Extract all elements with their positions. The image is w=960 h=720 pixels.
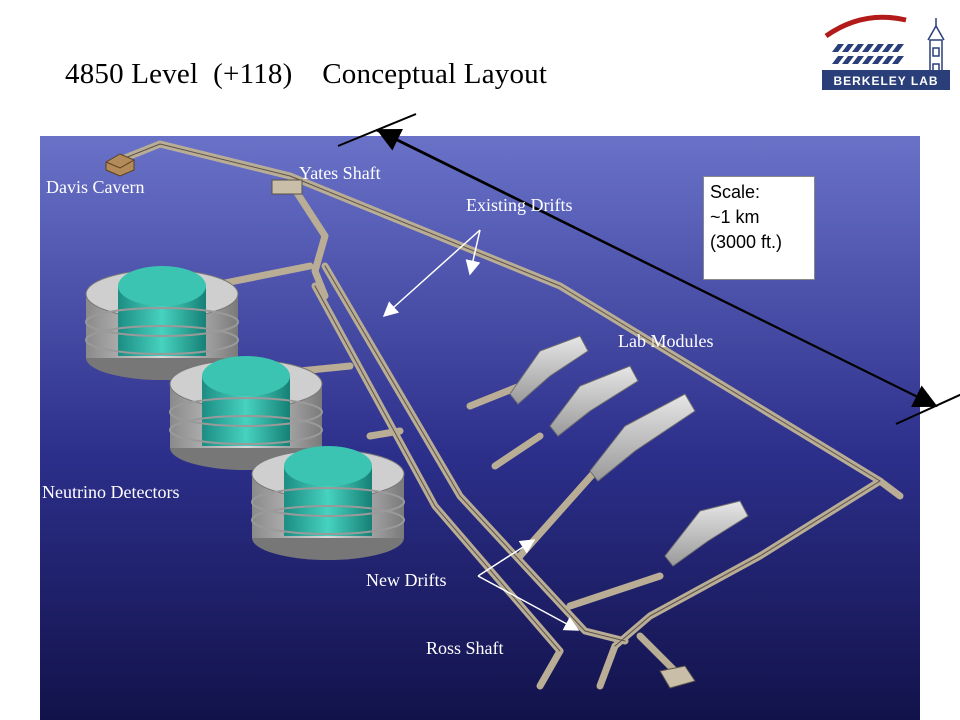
scale-line-2: ~1 km — [710, 207, 760, 227]
yates-shaft-structure — [271, 179, 303, 195]
svg-text:BERKELEY LAB: BERKELEY LAB — [833, 74, 938, 88]
label-existing-drifts: Existing Drifts — [466, 195, 573, 215]
davis-cavern-structure — [105, 153, 135, 177]
scale-line-1: Scale: — [710, 182, 761, 202]
label-ross-shaft: Ross Shaft — [426, 638, 504, 658]
neutrino-detector-tank — [251, 446, 405, 560]
lab-module — [664, 500, 749, 567]
slide-title: 4850 Level (+118) Conceptual Layout — [65, 58, 548, 90]
berkeley-lab-logo: BERKELEY LAB — [822, 14, 950, 90]
label-yates-shaft: Yates Shaft — [299, 163, 381, 183]
label-new-drifts: New Drifts — [366, 570, 447, 590]
label-lab-modules: Lab Modules — [618, 331, 714, 351]
ross-shaft-structure — [659, 665, 696, 689]
scale-line-3: (3000 ft.) — [710, 232, 783, 252]
label-davis-cavern: Davis Cavern — [46, 177, 145, 197]
label-neutrino-detectors: Neutrino Detectors — [42, 482, 180, 502]
neutrino-detector-tank — [85, 266, 239, 380]
lab-module — [589, 393, 696, 482]
scale-legend: Scale: ~1 km (3000 ft.) — [703, 176, 815, 280]
